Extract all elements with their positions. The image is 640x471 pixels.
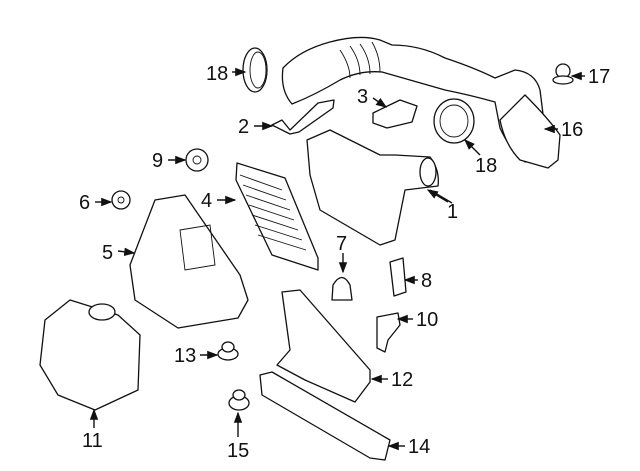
air-duct-12 [276, 289, 371, 403]
callout-5: 5 [102, 242, 113, 264]
callout-18-left: 18 [206, 63, 228, 85]
bracket-2 [271, 99, 335, 135]
clip-15 [228, 389, 250, 411]
hose-clamp-18-right [433, 98, 475, 144]
air-cleaner-upper-case [306, 129, 439, 246]
callout-16: 16 [561, 119, 583, 141]
hose-8 [389, 257, 407, 297]
air-filter [235, 162, 319, 271]
grommet-9 [185, 148, 209, 172]
air-cleaner-lower-case [129, 194, 249, 329]
callout-3: 3 [357, 86, 368, 108]
leader-lines [89, 67, 585, 451]
resonator [499, 94, 561, 169]
callout-11: 11 [82, 430, 103, 452]
callout-2: 2 [238, 116, 249, 138]
callout-18-right: 18 [475, 155, 497, 177]
callout-1: 1 [447, 201, 458, 223]
callout-9: 9 [152, 150, 163, 172]
callout-8: 8 [421, 270, 432, 292]
bracket-10 [376, 312, 401, 353]
callout-10: 10 [416, 309, 438, 331]
grommet-6 [111, 190, 131, 210]
callout-4: 4 [201, 190, 212, 212]
callout-14: 14 [408, 436, 430, 458]
callout-17: 17 [588, 66, 610, 88]
reservoir-11 [39, 299, 141, 411]
bracket-14 [259, 371, 391, 461]
callout-12: 12 [391, 369, 413, 391]
mount-7 [331, 276, 353, 301]
clip-17 [552, 63, 574, 85]
hose-clamp-18-left [242, 47, 268, 93]
callout-13: 13 [174, 345, 196, 367]
module-3 [372, 99, 418, 129]
clip-13 [217, 341, 239, 361]
callout-15: 15 [227, 440, 249, 462]
callout-6: 6 [79, 192, 90, 214]
callout-7: 7 [336, 233, 347, 255]
